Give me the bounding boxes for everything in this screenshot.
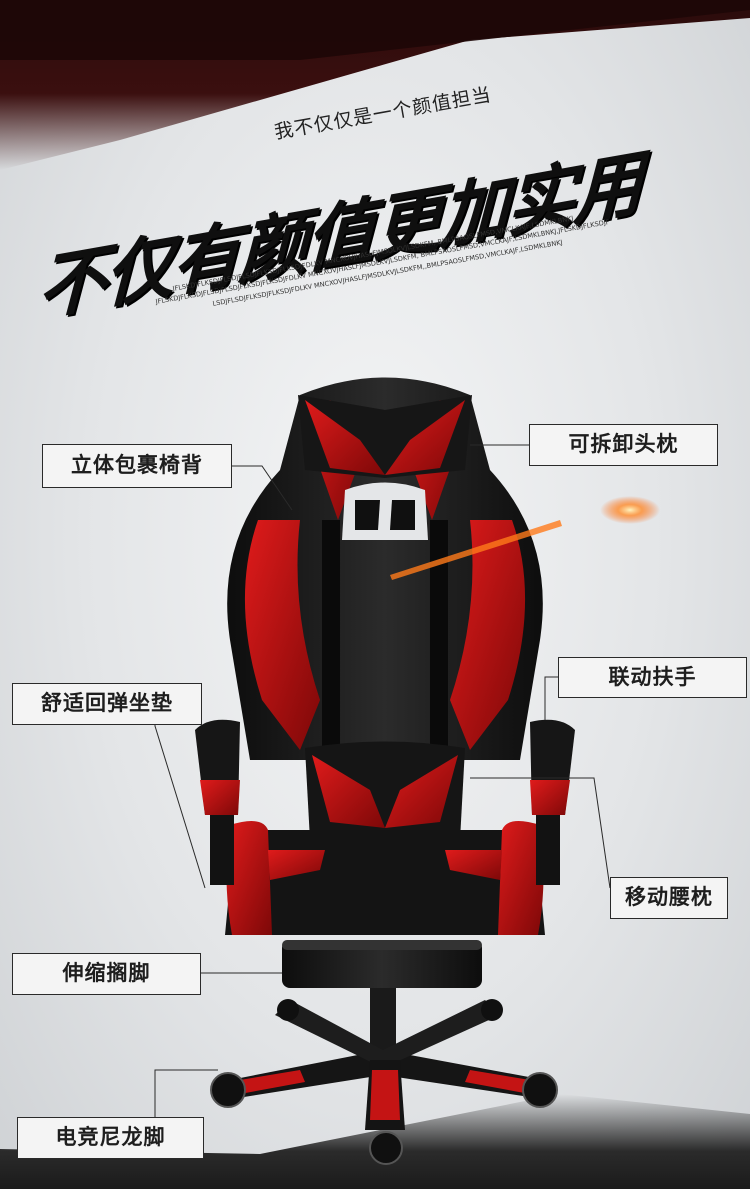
- callout-headrest: 可拆卸头枕: [529, 424, 718, 466]
- callout-armrest: 联动扶手: [558, 657, 747, 698]
- callout-lumbar: 移动腰枕: [610, 877, 728, 919]
- callout-base: 电竞尼龙脚: [17, 1117, 204, 1159]
- callout-backrest: 立体包裹椅背: [42, 444, 232, 488]
- footrest: [282, 940, 482, 988]
- light-flare: [390, 496, 660, 580]
- headrest-pillow: [298, 395, 472, 478]
- chair-seat: [225, 821, 545, 935]
- callout-cushion: 舒适回弹坐垫: [12, 683, 202, 725]
- armrests: [195, 719, 575, 885]
- chair-base: [210, 985, 558, 1165]
- lumbar-pillow: [305, 741, 465, 845]
- callout-footrest: 伸缩搁脚: [12, 953, 201, 995]
